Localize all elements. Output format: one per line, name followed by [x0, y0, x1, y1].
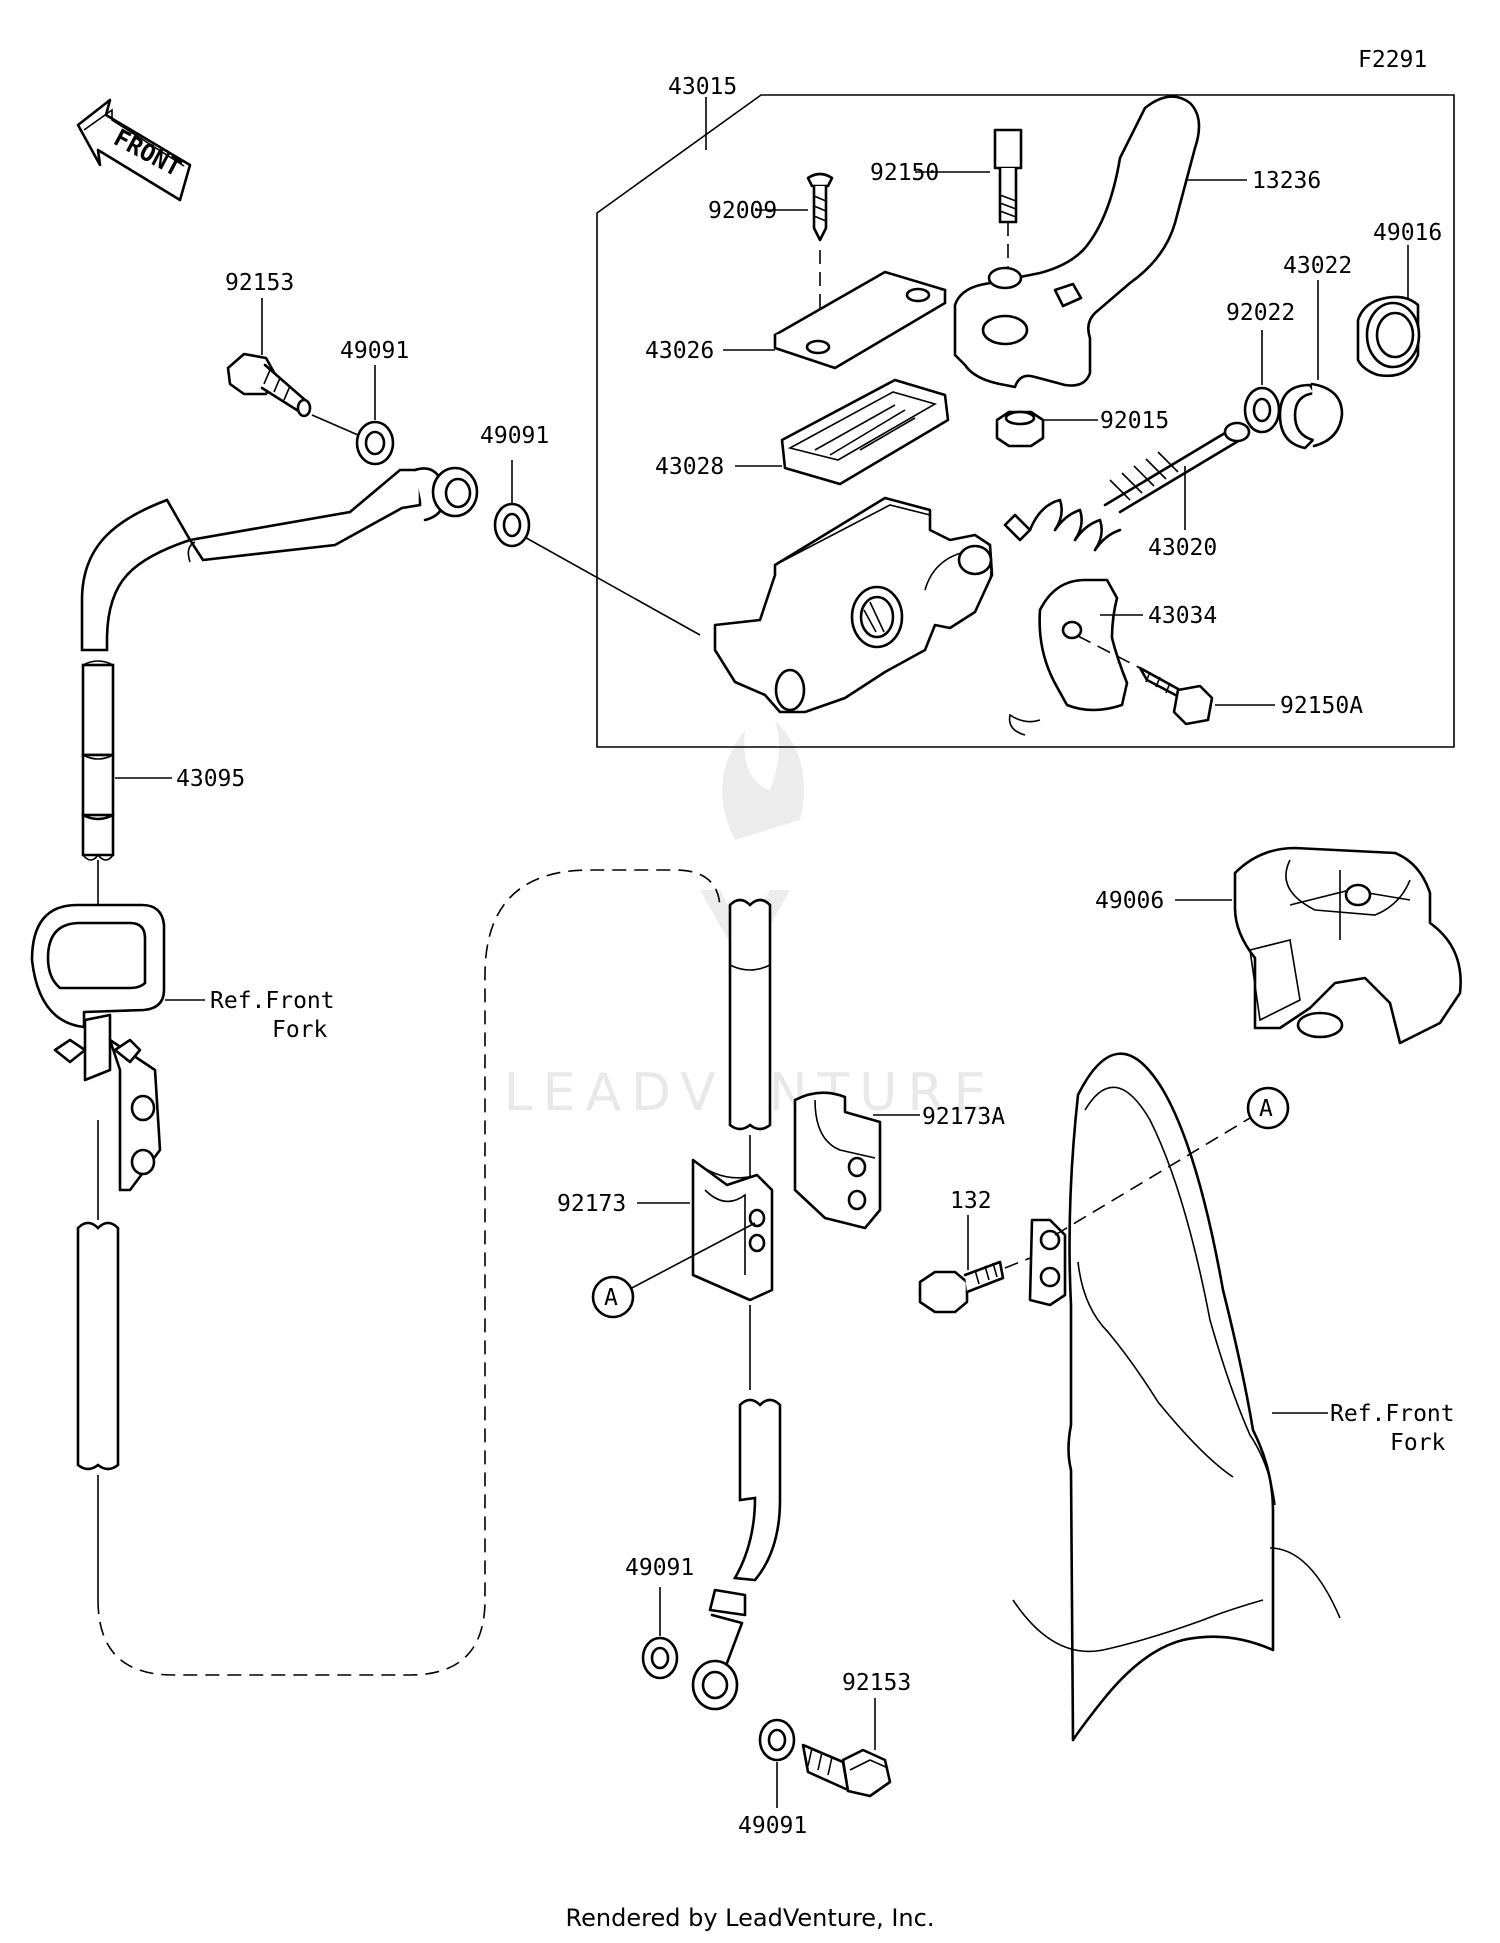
hose-middle-upper — [728, 898, 772, 1185]
bolt-92150 — [993, 128, 1023, 300]
master-cylinder-body — [713, 496, 994, 714]
nut-92015 — [995, 410, 1045, 448]
label-92022: 92022 — [1226, 300, 1295, 326]
label-49006: 49006 — [1095, 888, 1164, 914]
label-92153-top: 92153 — [225, 270, 294, 296]
front-arrow-icon: FRONT — [76, 98, 192, 202]
label-43022: 43022 — [1283, 253, 1352, 279]
callout-a-left-letter: A — [604, 1285, 618, 1311]
ref-front-fork-right-line1: Ref.Front — [1330, 1401, 1455, 1427]
label-92015: 92015 — [1100, 408, 1169, 434]
screw-92009 — [806, 172, 834, 350]
callout-a-right-letter: A — [1259, 1096, 1273, 1122]
label-92150A: 92150A — [1280, 693, 1363, 719]
banjo-bolt-92153-top — [226, 352, 312, 418]
bolt-92150A — [1077, 635, 1214, 726]
label-92009: 92009 — [708, 198, 777, 224]
label-43034: 43034 — [1148, 603, 1217, 629]
callout-a-right — [1246, 1086, 1290, 1130]
diaphragm-43028 — [780, 378, 950, 486]
clamp-92173A — [793, 1091, 882, 1230]
label-49091-bot-b: 49091 — [738, 1813, 807, 1839]
label-43020: 43020 — [1148, 535, 1217, 561]
fork-clamp-left — [30, 903, 166, 1192]
label-92173: 92173 — [557, 1191, 626, 1217]
footer-credit: Rendered by LeadVenture, Inc. — [566, 1904, 935, 1932]
circlip-43022 — [1278, 382, 1344, 450]
label-49091-top-b: 49091 — [480, 423, 549, 449]
guard-49006 — [1233, 846, 1462, 1045]
brake-hose-43095 — [80, 466, 479, 905]
ref-front-fork-left-line1: Ref.Front — [210, 988, 335, 1014]
callout-a-left — [591, 1275, 635, 1319]
watermark-flame-icon — [722, 720, 805, 840]
piston-43020 — [1003, 421, 1251, 552]
figure-code: F2291 — [1358, 47, 1427, 73]
clamp-92173 — [691, 1158, 774, 1302]
ref-front-fork-right-line2: Fork — [1390, 1430, 1446, 1456]
hose-left-lower — [76, 1221, 120, 1600]
label-43095: 43095 — [176, 766, 245, 792]
ref-front-fork-left-line2: Fork — [272, 1017, 328, 1043]
bolt-132 — [918, 1257, 1031, 1314]
label-13236: 13236 — [1252, 168, 1321, 194]
label-43015: 43015 — [668, 74, 737, 100]
label-92150-top: 92150 — [870, 160, 939, 186]
clamp-43034 — [1008, 578, 1129, 736]
label-43028: 43028 — [655, 454, 724, 480]
assembly-box-43015 — [596, 94, 1455, 748]
hose-middle-lower — [691, 1305, 782, 1711]
boot-49016 — [1356, 295, 1421, 378]
label-49016: 49016 — [1373, 220, 1442, 246]
label-43026: 43026 — [645, 338, 714, 364]
lever-13236 — [953, 95, 1201, 389]
banjo-bolt-92153-bottom — [801, 1743, 892, 1798]
label-49091-bot-a: 49091 — [625, 1555, 694, 1581]
label-92173A: 92173A — [922, 1104, 1005, 1130]
label-92153-bot: 92153 — [842, 1670, 911, 1696]
reservoir-cap-43026 — [773, 270, 947, 370]
label-49091-top-a: 49091 — [340, 338, 409, 364]
label-132: 132 — [950, 1188, 992, 1214]
fork-guard-right — [1012, 1052, 1341, 1742]
